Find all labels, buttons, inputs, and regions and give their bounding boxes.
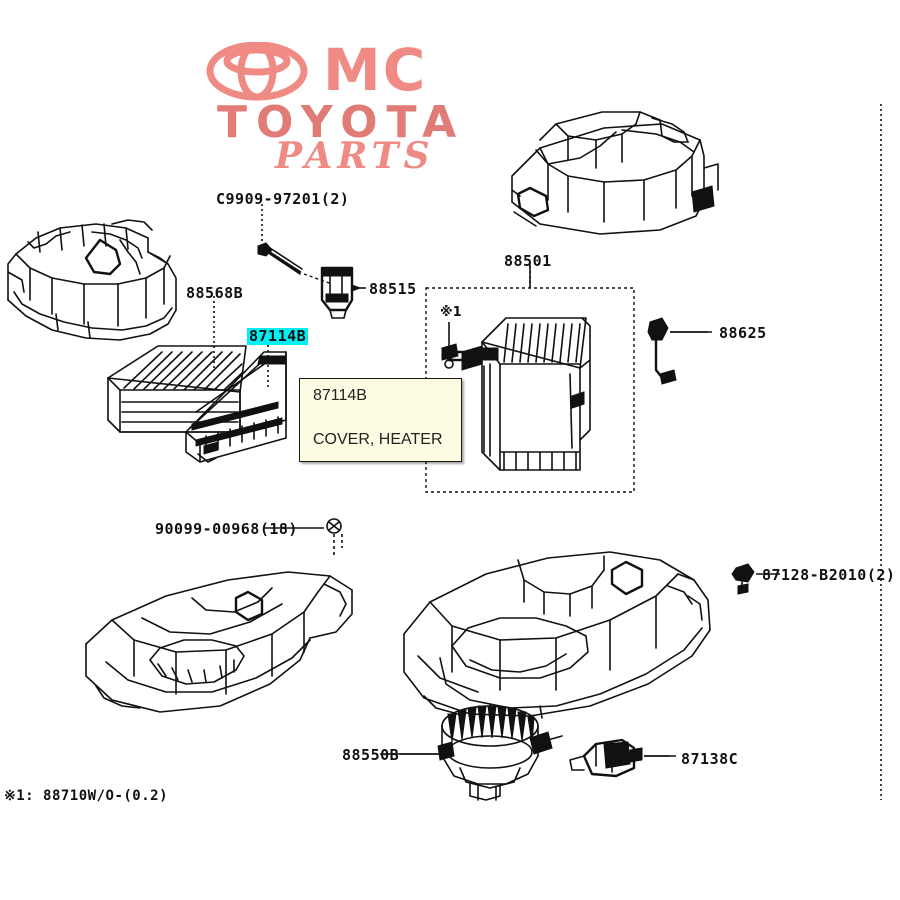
part-heater-cover-art (185, 351, 287, 463)
tooltip-part-number: 87114B (313, 387, 367, 404)
part-label-88625[interactable]: 88625 (719, 324, 767, 342)
part-clip-art (731, 563, 780, 595)
part-resistor-art (569, 738, 670, 778)
part-ac-unit-assembly-art (511, 111, 719, 235)
part-label-87128-b2010[interactable]: 87128-B2010(2) (762, 566, 896, 584)
part-air-inlet-housing-art (7, 219, 177, 341)
part-tooltip: 87114B COVER, HEATER (299, 378, 462, 462)
footnote-text: ※1: 88710W/O-(0.2) (4, 788, 169, 804)
part-label-90099-00968[interactable]: 90099-00968(18) (155, 520, 298, 538)
tooltip-description: COVER, HEATER (313, 431, 443, 448)
part-label-88501[interactable]: 88501 (504, 252, 552, 270)
part-screw-set-art (264, 518, 343, 556)
ref-mark-1-leader (444, 322, 454, 369)
part-label-88515[interactable]: 88515 (369, 280, 417, 298)
part-label-c9909-97201[interactable]: C9909-97201(2) (216, 190, 350, 208)
part-label-87114b[interactable]: 87114B (247, 327, 309, 345)
part-heater-core-art (441, 317, 591, 471)
part-bushing-art (320, 266, 366, 319)
reference-mark-1: ※1 (440, 305, 462, 320)
part-blower-motor-art (400, 705, 563, 801)
part-heater-case-art (403, 551, 711, 719)
part-blower-case-lower-art (85, 571, 353, 713)
part-label-87138c[interactable]: 87138C (681, 750, 739, 768)
part-label-88550b[interactable]: 88550B (342, 746, 400, 764)
part-sensor-art (647, 317, 708, 385)
leader-lines (213, 266, 712, 757)
part-label-88568b[interactable]: 88568B (186, 284, 244, 302)
part-screw-art (257, 204, 333, 285)
